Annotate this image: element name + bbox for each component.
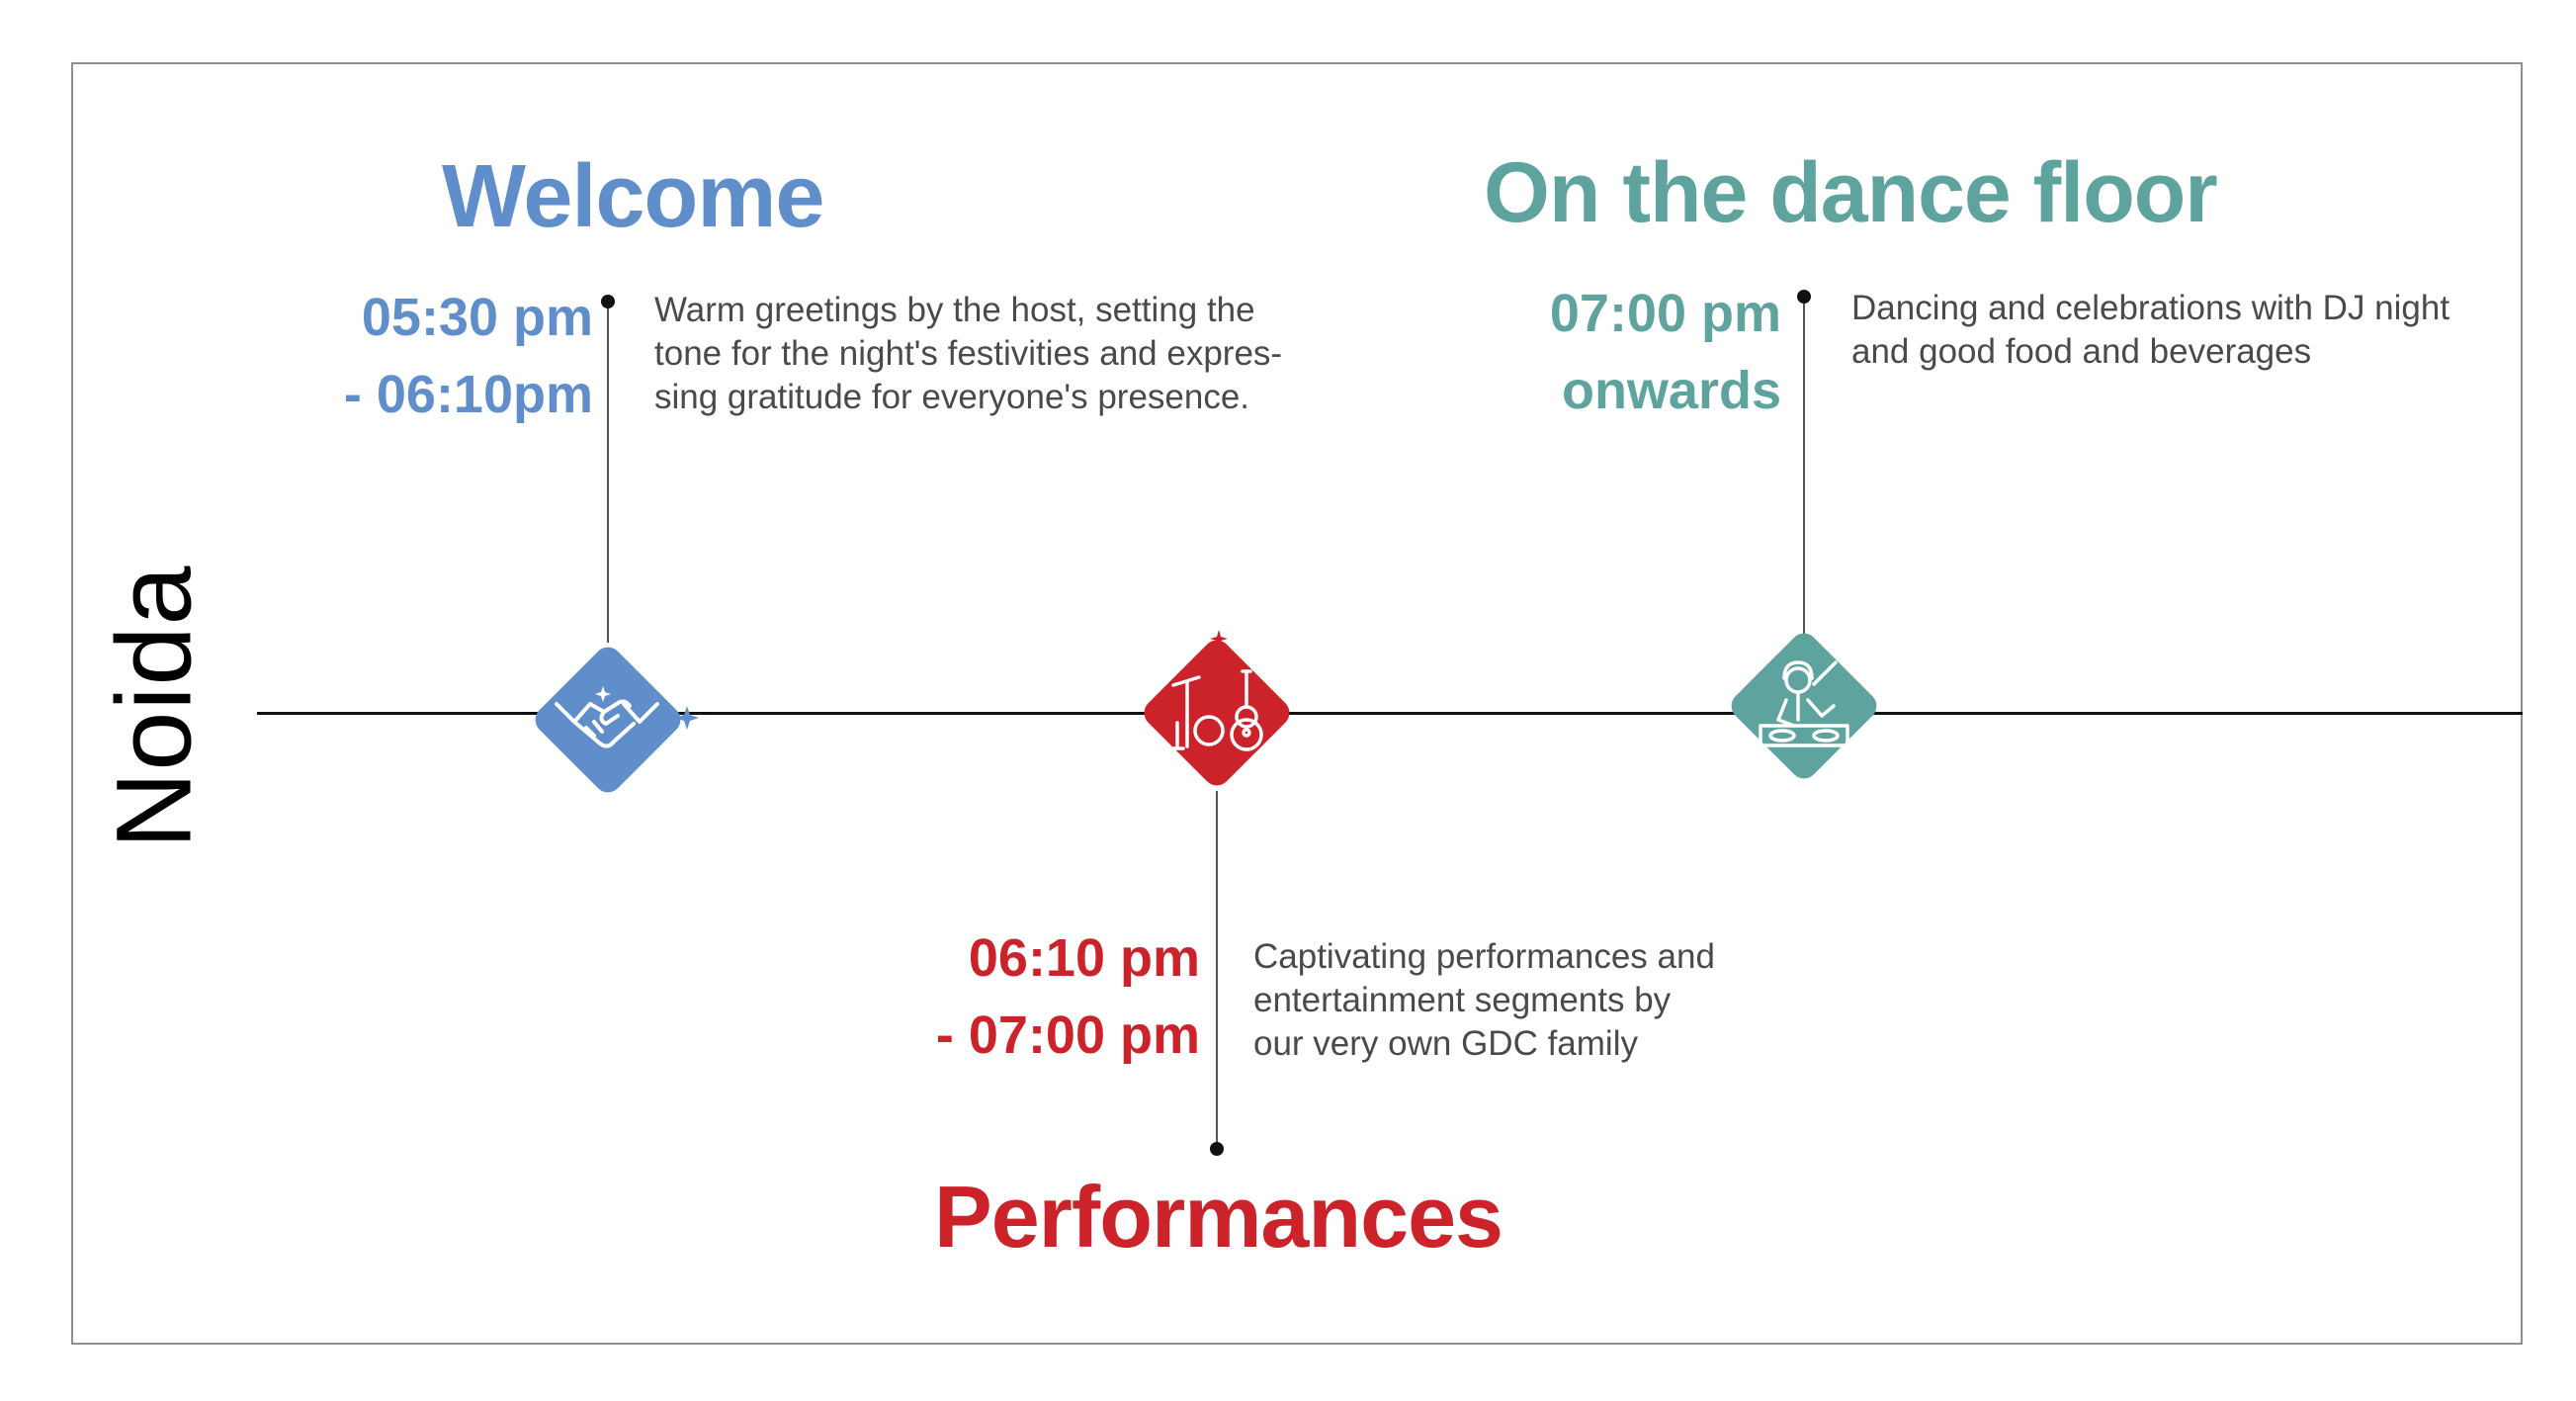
dance-desc-line: Dancing and celebrations with DJ night	[1851, 289, 2450, 327]
performances-desc-line: entertainment segments by	[1253, 981, 1672, 1019]
music-instruments-icon	[1144, 630, 1290, 786]
performances-time: 06:10 pm - 07:00 pm	[936, 919, 1200, 1074]
dj-icon	[1731, 633, 1877, 779]
performances-time-start: 06:10 pm	[968, 928, 1200, 988]
dance-desc-line: and good food and beverages	[1851, 332, 2312, 371]
welcome-title: Welcome	[442, 147, 824, 246]
performances-description: Captivating performances and entertainme…	[1253, 935, 1715, 1066]
welcome-description: Warm greetings by the host, setting the …	[654, 289, 1282, 419]
welcome-time: 05:30 pm - 06:10pm	[344, 279, 593, 433]
welcome-desc-line: Warm greetings by the host, setting the	[654, 291, 1255, 329]
dance-time-start: 07:00 pm	[1549, 284, 1781, 343]
performances-connector	[1216, 791, 1218, 1149]
welcome-desc-line: sing gratitude for everyone's presence.	[654, 378, 1250, 416]
performances-desc-line: our very own GDC family	[1253, 1024, 1638, 1063]
dance-time-end: onwards	[1561, 361, 1781, 420]
location-label: Noida	[93, 565, 214, 849]
timeline-axis	[257, 712, 2523, 715]
dance-title: On the dance floor	[1484, 145, 2218, 240]
dance-connector	[1803, 297, 1805, 638]
handshake-icon	[535, 647, 699, 793]
welcome-connector	[607, 302, 609, 643]
welcome-time-start: 05:30 pm	[361, 288, 593, 347]
performances-dot	[1210, 1142, 1224, 1156]
welcome-badge	[524, 636, 699, 804]
dance-dot	[1797, 290, 1811, 304]
performances-time-end: - 07:00 pm	[935, 1006, 1200, 1065]
welcome-desc-line: tone for the night's festivities and exp…	[654, 334, 1283, 373]
dance-time: 07:00 pm onwards	[1550, 275, 1781, 429]
welcome-dot	[601, 295, 615, 308]
dance-badge	[1720, 622, 1888, 790]
performances-title: Performances	[934, 1168, 1503, 1266]
performances-badge	[1133, 629, 1301, 797]
performances-desc-line: Captivating performances and	[1253, 937, 1715, 976]
welcome-time-end: - 06:10pm	[343, 365, 593, 424]
slide-frame	[71, 62, 2523, 1345]
dance-description: Dancing and celebrations with DJ night a…	[1851, 287, 2449, 374]
